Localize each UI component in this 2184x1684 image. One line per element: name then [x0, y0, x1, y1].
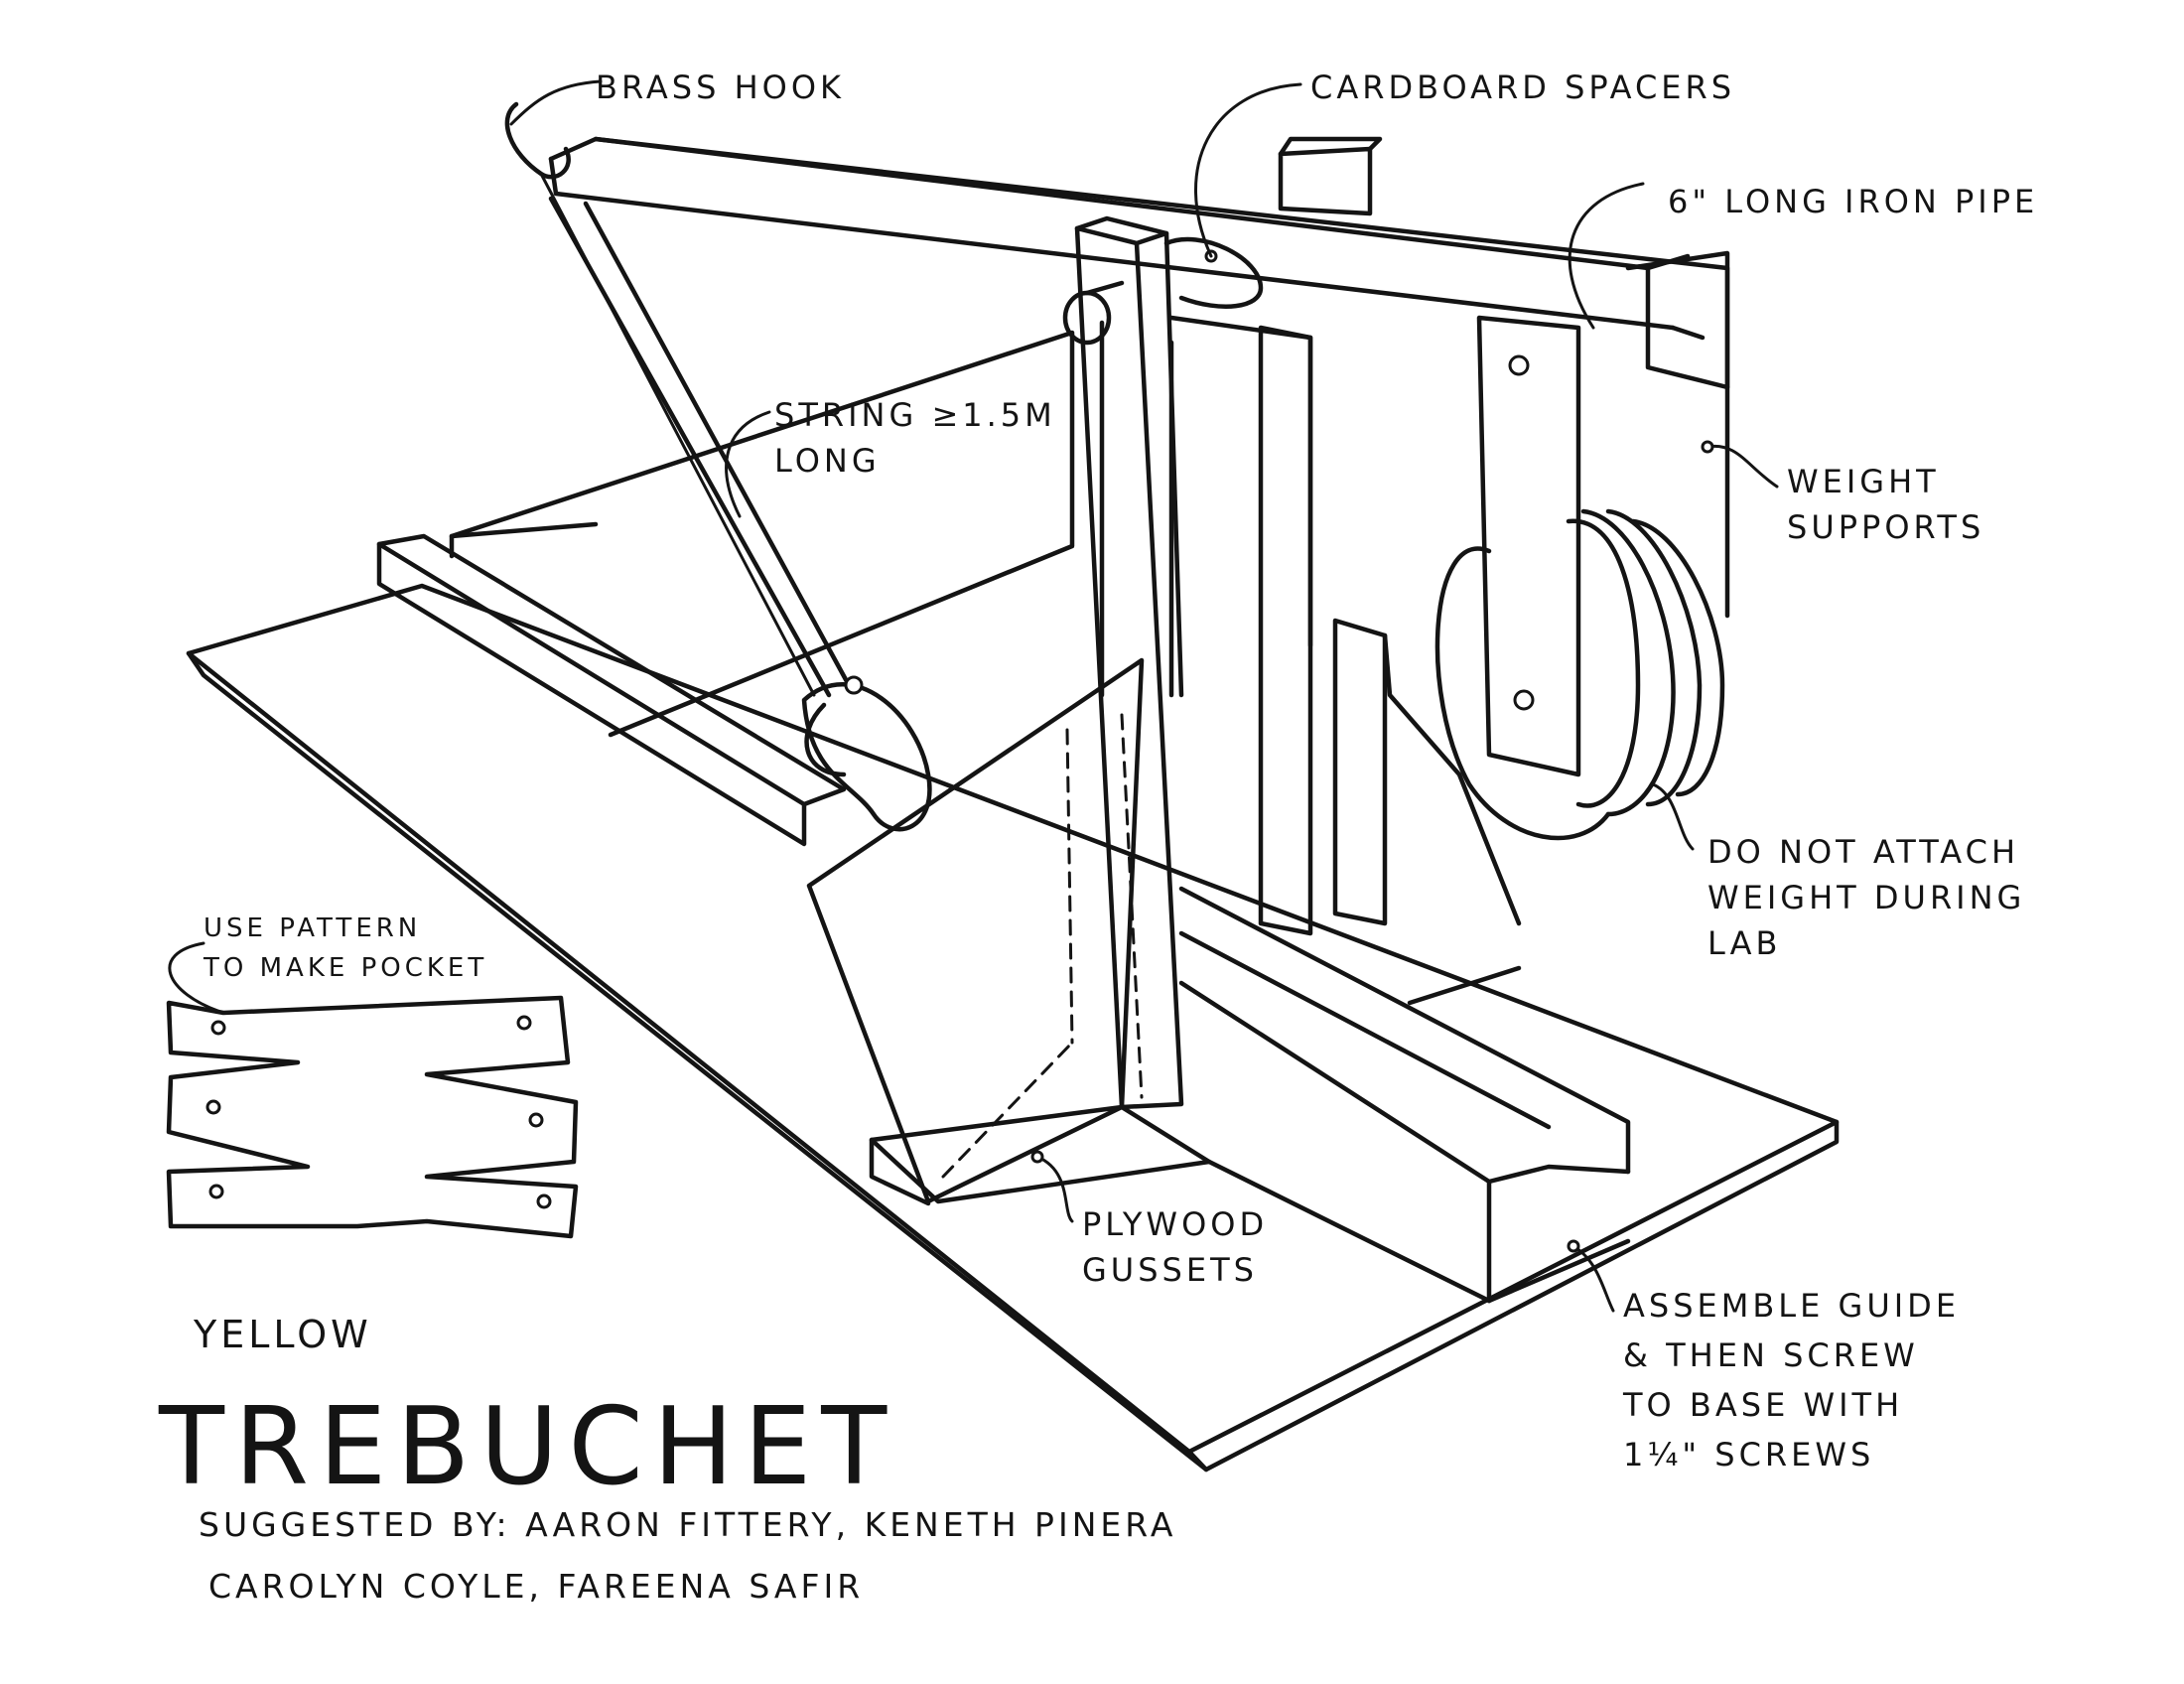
axle-and-spacers	[1062, 136, 1383, 346]
credits: SUGGESTED BY: AARON FITTERY, KENETH PINE…	[199, 1494, 1176, 1617]
color-subtitle: YELLOW	[194, 1313, 372, 1356]
label-plywood-gussets: PLYWOOD GUSSETS	[1082, 1201, 1268, 1293]
do-not-attach-text-3: LAB	[1707, 924, 1782, 962]
iron-pipe-text: 6" LONG IRON PIPE	[1668, 183, 2039, 220]
right-upright	[1258, 325, 1522, 936]
guide-rail-front	[869, 886, 1631, 1304]
assemble-text-2: & THEN SCREW	[1623, 1336, 1919, 1374]
assemble-text-1: ASSEMBLE GUIDE	[1623, 1287, 1961, 1325]
pocket-pattern	[166, 995, 579, 1239]
leader-lines	[168, 79, 1779, 1313]
do-not-attach-text-2: WEIGHT DURING	[1707, 879, 2026, 916]
front-upright	[1074, 215, 1184, 1110]
sling-string	[504, 101, 852, 698]
credits-line-2: CAROLYN COYLE, FAREENA SAFIR	[208, 1567, 865, 1606]
string-text-2: LONG	[774, 442, 881, 480]
cardboard-spacers-text: CARDBOARD SPACERS	[1310, 69, 1736, 106]
label-assemble-guide: ASSEMBLE GUIDE & THEN SCREW TO BASE WITH…	[1623, 1281, 1960, 1479]
label-cardboard-spacers: CARDBOARD SPACERS	[1310, 65, 1735, 110]
gussets-text-1: PLYWOOD	[1082, 1205, 1269, 1243]
base-board	[186, 583, 1840, 1473]
sling-pocket	[801, 675, 932, 832]
label-do-not-attach: DO NOT ATTACH WEIGHT DURING LAB	[1707, 829, 2025, 966]
string-text-1: STRING ≥1.5M	[774, 396, 1056, 434]
do-not-attach-text-1: DO NOT ATTACH	[1707, 833, 2020, 871]
guide-rail-left	[376, 521, 847, 847]
label-string: STRING ≥1.5M LONG	[774, 392, 1056, 484]
brass-hook-text: BRASS HOOK	[596, 69, 845, 106]
label-pattern: USE PATTERN TO MAKE POCKET	[204, 909, 487, 988]
gussets-text-2: GUSSETS	[1082, 1251, 1258, 1289]
credits-line-1: SUGGESTED BY: AARON FITTERY, KENETH PINE…	[199, 1505, 1177, 1544]
label-weight-supports: WEIGHT SUPPORTS	[1787, 459, 1984, 550]
label-brass-hook: BRASS HOOK	[596, 65, 845, 110]
pattern-text-2: TO MAKE POCKET	[204, 953, 488, 983]
weight-supports-text-1: WEIGHT	[1787, 463, 1940, 500]
plywood-gusset	[806, 657, 1145, 1204]
label-iron-pipe: 6" LONG IRON PIPE	[1668, 179, 2038, 224]
pattern-text-1: USE PATTERN	[204, 913, 422, 943]
weight-assembly	[1434, 250, 1730, 841]
weight-supports-text-2: SUPPORTS	[1787, 508, 1985, 546]
throwing-arm	[548, 136, 1730, 390]
assemble-text-4: 1¼" SCREWS	[1623, 1436, 1875, 1474]
page-title: TREBUCHET	[159, 1385, 897, 1509]
assemble-text-3: TO BASE WITH	[1623, 1386, 1904, 1424]
